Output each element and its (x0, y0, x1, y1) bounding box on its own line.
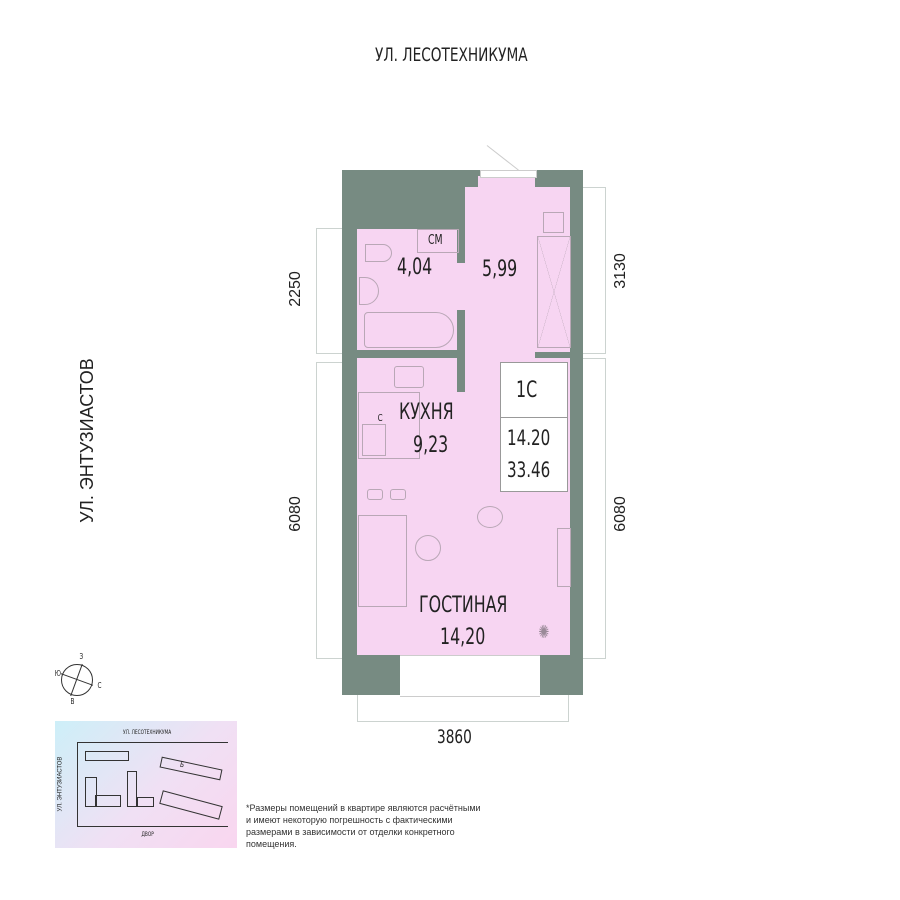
kitchen-sink-icon (394, 366, 424, 388)
building (127, 771, 137, 807)
stove-label: С (377, 413, 383, 424)
bathtub-icon (364, 312, 454, 348)
compass-w: Ю (54, 669, 62, 678)
site-plan: УЛ. ЛЕСОТЕХНИКУМА УЛ. ЭНТУЗИАСТОВ Б ДВОР (55, 721, 237, 848)
kitchen-hall-opening (465, 350, 535, 358)
wardrobe-icon (537, 236, 571, 348)
compass-e: С (97, 681, 102, 690)
compass-n: З (79, 652, 84, 661)
counter-icon (358, 392, 420, 459)
building (85, 777, 97, 807)
dim-line-left-top (316, 228, 343, 354)
kitchen-label: КУХНЯ (399, 400, 454, 425)
building-b-label: Б (179, 759, 185, 770)
chair-icon (367, 489, 383, 500)
armchair-icon (477, 506, 503, 528)
sofa-icon (358, 515, 407, 607)
disclaimer: *Размеры помещений в квартире являются р… (246, 803, 481, 849)
building (85, 751, 129, 761)
window[interactable] (400, 655, 540, 697)
round-table-icon (415, 535, 441, 561)
tv-stand-icon (557, 528, 571, 587)
site-street-left: УЛ. ЭНТУЗИАСТОВ (57, 756, 64, 812)
street-top-label: УЛ. ЛЕСОТЕХНИКУМА (375, 44, 528, 66)
dim-bottom: 3860 (437, 726, 472, 748)
dim-line-right-top (583, 187, 606, 354)
boiler-icon (543, 212, 564, 233)
toilet-icon (365, 244, 392, 262)
site-street-top: УЛ. ЛЕСОТЕХНИКУМА (123, 729, 172, 736)
living-label: ГОСТИНАЯ (419, 593, 508, 618)
building (137, 797, 154, 807)
info-divider (501, 417, 567, 418)
dim-left-top: 2250 (286, 271, 304, 307)
dim-right-top: 3130 (611, 253, 629, 289)
compass-s: В (70, 697, 75, 706)
dim-line-left-bottom (316, 362, 343, 659)
hall-room (478, 176, 535, 188)
kitchen-area: 9,23 (413, 433, 449, 458)
compass-icon (60, 663, 94, 697)
door-swing-line (486, 145, 519, 171)
balcony-door[interactable] (480, 170, 537, 178)
street-left-label: УЛ. ЭНТУЗИАСТОВ (76, 358, 97, 523)
bath-door-gap (457, 263, 465, 310)
living-area: 14,20 (440, 625, 486, 650)
info-box: 1С 14.20 33.46 (500, 362, 568, 492)
site-boundary (77, 742, 228, 827)
hall-area: 5,99 (482, 257, 518, 282)
dim-left-bottom: 6080 (286, 496, 304, 532)
washing-machine-label: СМ (428, 233, 443, 248)
plant-icon: ✺ (538, 622, 550, 643)
living-area-total: 14.20 (507, 426, 551, 450)
apartment-type: 1С (516, 378, 538, 403)
site-bottom: ДВОР (141, 831, 154, 838)
washing-machine-box (417, 229, 459, 253)
dim-right-bottom: 6080 (611, 496, 629, 532)
kitchen-wall-stub (457, 358, 465, 392)
dim-line-bottom (357, 695, 569, 722)
dim-line-right-bottom (583, 358, 606, 659)
building (95, 795, 121, 807)
stove-icon (362, 424, 386, 456)
bathroom-area: 4,04 (397, 255, 433, 280)
total-area: 33.46 (507, 458, 551, 482)
chair-icon (390, 489, 406, 500)
